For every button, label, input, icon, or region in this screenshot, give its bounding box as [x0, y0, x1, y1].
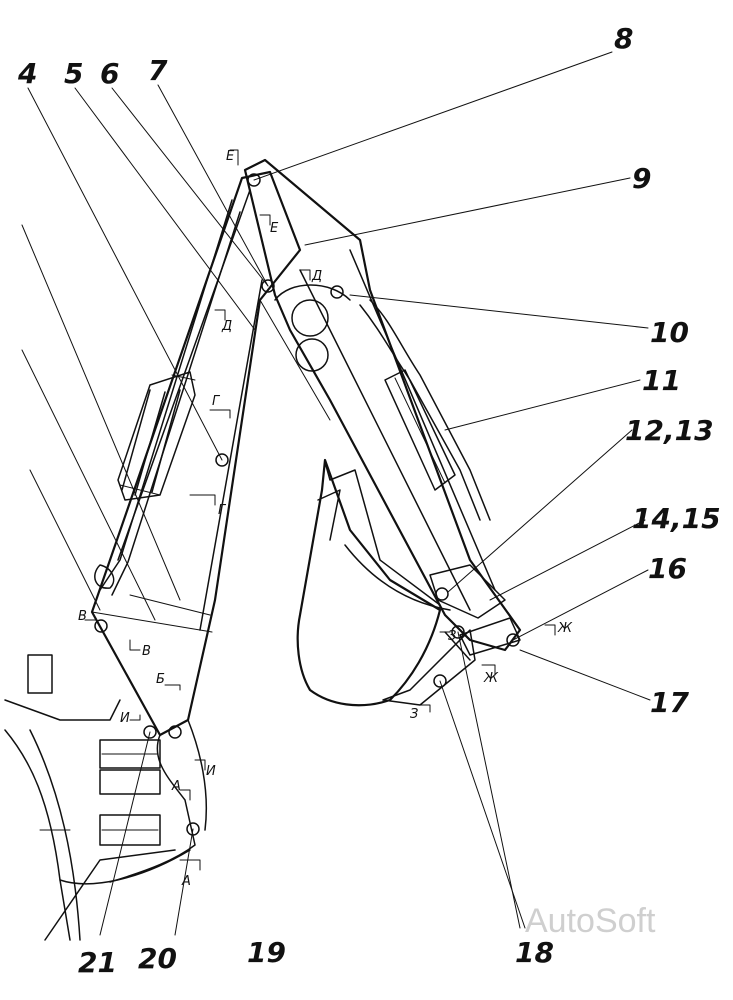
callout-17: 17	[650, 686, 689, 719]
section-marks	[84, 149, 556, 871]
section-label-zh-right: Ж	[557, 621, 573, 636]
section-label-z-bottom: З	[410, 707, 418, 722]
bucket-cylinder	[359, 299, 491, 521]
section-label-z-top: З	[448, 629, 456, 644]
section-label-a-top: А	[171, 779, 181, 794]
section-label-v-left: В	[78, 609, 87, 624]
section-label-d-right: Д	[311, 269, 322, 284]
section-label-e-bottom: Е	[270, 221, 279, 236]
section-label-b: Б	[156, 672, 165, 687]
callout-18: 18	[515, 936, 554, 969]
boom	[90, 170, 302, 883]
callout-4: 4	[17, 57, 37, 90]
base-frame	[4, 654, 191, 941]
callout-19: 19	[247, 936, 286, 969]
section-label-d-left: Д	[221, 319, 232, 334]
callout-21: 21	[78, 946, 117, 979]
callout-9: 9	[632, 162, 651, 195]
section-label-v-right: В	[142, 644, 151, 659]
callout-5: 5	[64, 57, 83, 90]
callout-12-13: 12,13	[625, 414, 714, 447]
leader-lines	[21, 51, 651, 936]
section-label-zh-bottom: Ж	[483, 671, 499, 686]
bucket	[296, 458, 476, 707]
callout-8: 8	[614, 22, 633, 55]
callout-6: 6	[100, 57, 119, 90]
stick	[243, 158, 522, 652]
section-label-i-left: И	[120, 711, 130, 726]
section-label-a-bottom: А	[181, 874, 191, 889]
callout-14-15: 14,15	[632, 502, 721, 535]
boom-cylinder	[94, 199, 241, 596]
section-label-g-bottom: Г	[218, 503, 227, 518]
section-label-g-top: Г	[212, 394, 221, 409]
watermark: AutoSoft	[525, 902, 656, 940]
callout-16: 16	[648, 552, 687, 585]
section-label-i-right: И	[206, 764, 216, 779]
pins	[94, 173, 520, 836]
callout-11: 11	[642, 364, 681, 397]
section-label-e-top: Е	[226, 149, 235, 164]
callout-10: 10	[650, 316, 689, 349]
callout-7: 7	[148, 54, 168, 87]
callout-20: 20	[138, 942, 177, 975]
